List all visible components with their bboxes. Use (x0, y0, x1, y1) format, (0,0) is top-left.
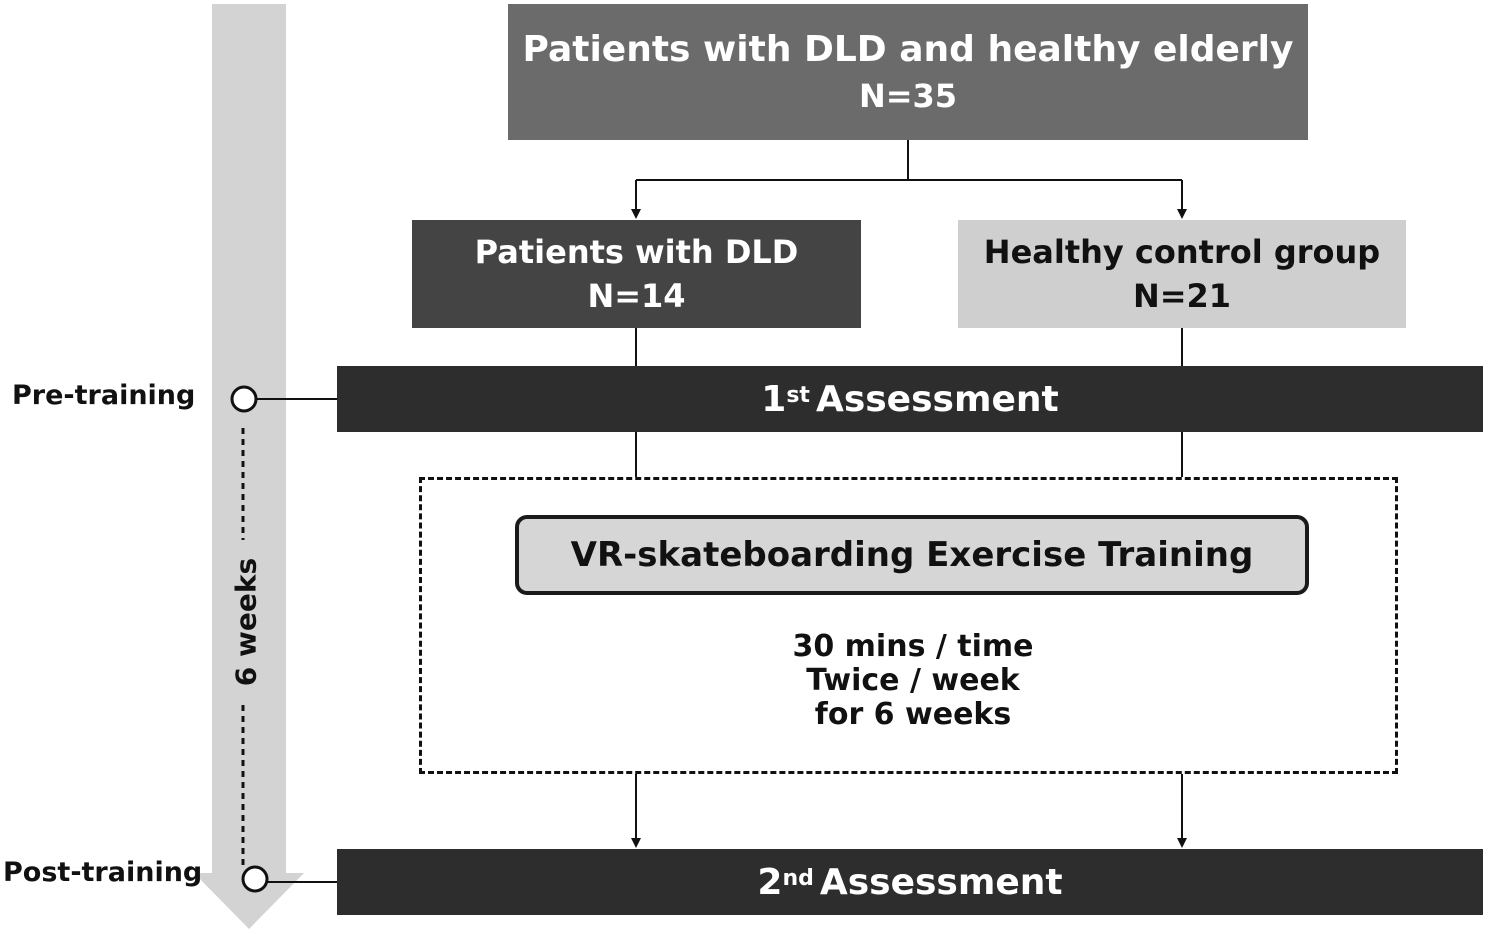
schedule-line-duration: 30 mins / time (792, 629, 1034, 664)
schedule-line-frequency: Twice / week (806, 663, 1020, 698)
first-assessment-label: Assessment (815, 378, 1059, 420)
total-participants-box: Patients with DLD and healthy elderly N=… (508, 4, 1308, 140)
total-participants-count: N=35 (858, 77, 958, 115)
post-training-label: Post-training (3, 857, 203, 888)
first-assessment-suffix: st (786, 382, 810, 408)
post-training-marker (241, 865, 269, 893)
training-title: VR-skateboarding Exercise Training (570, 535, 1254, 575)
second-assessment-suffix: nd (782, 865, 814, 891)
pre-training-label: Pre-training (12, 380, 196, 411)
split-connector (631, 140, 1187, 219)
training-title-box: VR-skateboarding Exercise Training (515, 515, 1309, 595)
control-group-count: N=21 (1132, 277, 1232, 315)
control-group-box: Healthy control group N=21 (958, 220, 1406, 328)
first-assessment-ordinal: 1 (761, 378, 787, 420)
schedule-line-period: for 6 weeks (814, 697, 1012, 732)
second-assessment-ordinal: 2 (757, 861, 783, 903)
training-schedule: 30 mins / time Twice / week for 6 weeks (513, 630, 1313, 732)
total-participants-title: Patients with DLD and healthy elderly (522, 29, 1294, 70)
marker-links (257, 398, 337, 883)
group-to-assessment-lines (635, 328, 1183, 366)
assessment-to-training-lines (635, 432, 1183, 477)
pre-training-marker (230, 385, 258, 413)
second-assessment-label: Assessment (819, 861, 1063, 903)
training-to-assessment-arrows (631, 774, 1187, 848)
control-group-title: Healthy control group (983, 233, 1381, 271)
dld-group-title: Patients with DLD (474, 233, 799, 271)
training-region (419, 477, 1398, 774)
dld-group-box: Patients with DLD N=14 (412, 220, 861, 328)
duration-label: 6 weeks (229, 557, 263, 687)
dld-group-count: N=14 (587, 277, 686, 315)
